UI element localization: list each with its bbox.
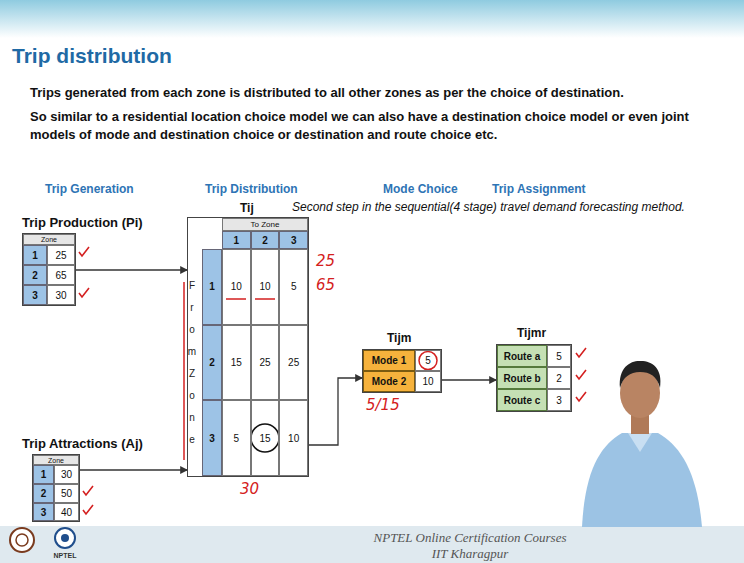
matrix-cell: 25: [279, 325, 308, 401]
handwritten-note: 30: [240, 480, 259, 498]
matrix-cell: 15: [251, 400, 280, 476]
flow-arrow: [441, 379, 497, 380]
mode-cell: Mode 1: [363, 350, 415, 371]
table-heading: Tijmr: [517, 326, 546, 340]
table-heading: Trip Attractions (Aj): [22, 436, 143, 451]
stage-label: Trip Generation: [45, 182, 134, 196]
zone-cell: 2: [33, 484, 54, 503]
value-cell: 3: [547, 389, 571, 411]
table-heading: Tij: [240, 201, 254, 215]
matrix-cell: 5: [222, 400, 251, 476]
flow-arrow: [75, 269, 188, 270]
footer-band: [0, 526, 744, 563]
value-cell: 50: [54, 484, 79, 503]
flow-arrow: [308, 378, 363, 445]
table-box: Trip Attractions (Aj)Zone130250340: [33, 455, 79, 521]
pen-check: [576, 348, 586, 357]
note-text: Second step in the sequential(4 stage) t…: [292, 200, 685, 214]
nptel-logo: [55, 528, 75, 548]
stage-label: Trip Distribution: [205, 182, 298, 196]
footer-text: IIT Kharagpur: [320, 546, 620, 561]
table-header: To Zone: [222, 218, 308, 231]
handwritten-note: 25: [316, 252, 335, 270]
table-heading: Tijm: [387, 331, 411, 345]
value-cell: 2: [547, 367, 571, 389]
value-cell: 30: [47, 285, 75, 305]
footer-text: NPTEL Online Certification Courses: [320, 530, 620, 546]
pen-line: [183, 282, 185, 460]
flow-arrow: [79, 469, 188, 470]
vertical-header: From Zone: [188, 275, 203, 451]
slide-title: Trip distribution: [12, 44, 172, 68]
logo-text: NPTEL: [48, 552, 82, 561]
pen-check: [79, 288, 89, 297]
header-band: [0, 0, 744, 38]
table-box: TijTo Zone123From Zone110105215252535151…: [188, 218, 308, 476]
value-cell: 10: [415, 371, 441, 392]
value-cell: 40: [54, 503, 79, 521]
value-cell: 25: [47, 245, 75, 265]
table-header: Zone: [23, 234, 75, 245]
value-cell: 5: [415, 350, 441, 371]
zone-cell: 3: [202, 400, 222, 476]
matrix-cell: 10: [251, 249, 280, 325]
zone-cell: 1: [202, 249, 222, 325]
zone-cell: 3: [23, 285, 47, 305]
table-heading: Trip Production (Pi): [22, 215, 143, 230]
presenter-collar: [628, 433, 652, 452]
zone-cell: 3: [279, 231, 308, 249]
handwritten-note: 5/15: [366, 396, 400, 414]
table-box: Trip Production (Pi)Zone125265330: [23, 234, 75, 305]
matrix-cell: 10: [279, 400, 308, 476]
matrix-cell: 5: [279, 249, 308, 325]
pen-check: [79, 247, 89, 256]
pen-check: [83, 505, 93, 514]
route-cell: Route b: [497, 367, 547, 389]
presenter-hair: [620, 361, 661, 388]
route-cell: Route c: [497, 389, 547, 411]
matrix-cell: 15: [222, 325, 251, 401]
matrix-cell: 25: [251, 325, 280, 401]
pen-check: [576, 392, 586, 401]
iit-logo: [10, 528, 34, 552]
mode-cell: Mode 2: [363, 371, 415, 392]
zone-cell: 2: [202, 325, 222, 401]
iit-logo-inner: [16, 534, 28, 546]
table-box: TijmMode 15Mode 210: [363, 350, 441, 392]
pen-check: [576, 370, 586, 379]
zone-cell: 3: [33, 503, 54, 521]
bullet-text: So similar to a residential location cho…: [30, 108, 730, 144]
zone-cell: 1: [23, 245, 47, 265]
stage-label: Trip Assignment: [492, 182, 586, 196]
table-box: TijmrRoute a5Route b2Route c3: [497, 345, 571, 411]
value-cell: 30: [54, 465, 79, 484]
pen-check: [83, 486, 93, 495]
route-cell: Route a: [497, 345, 547, 367]
stage-label: Mode Choice: [383, 182, 458, 196]
value-cell: 65: [47, 265, 75, 285]
zone-cell: 2: [23, 265, 47, 285]
table-header: Zone: [33, 455, 79, 465]
zone-cell: 2: [251, 231, 280, 249]
zone-cell: 1: [33, 465, 54, 484]
presenter-shirt: [582, 433, 702, 527]
handwritten-note: 65: [316, 276, 335, 294]
zone-cell: 1: [222, 231, 251, 249]
value-cell: 5: [547, 345, 571, 367]
matrix-cell: 10: [222, 249, 251, 325]
bullet-text: Trips generated from each zone is distri…: [30, 84, 730, 102]
nptel-logo-inner: [61, 534, 69, 542]
